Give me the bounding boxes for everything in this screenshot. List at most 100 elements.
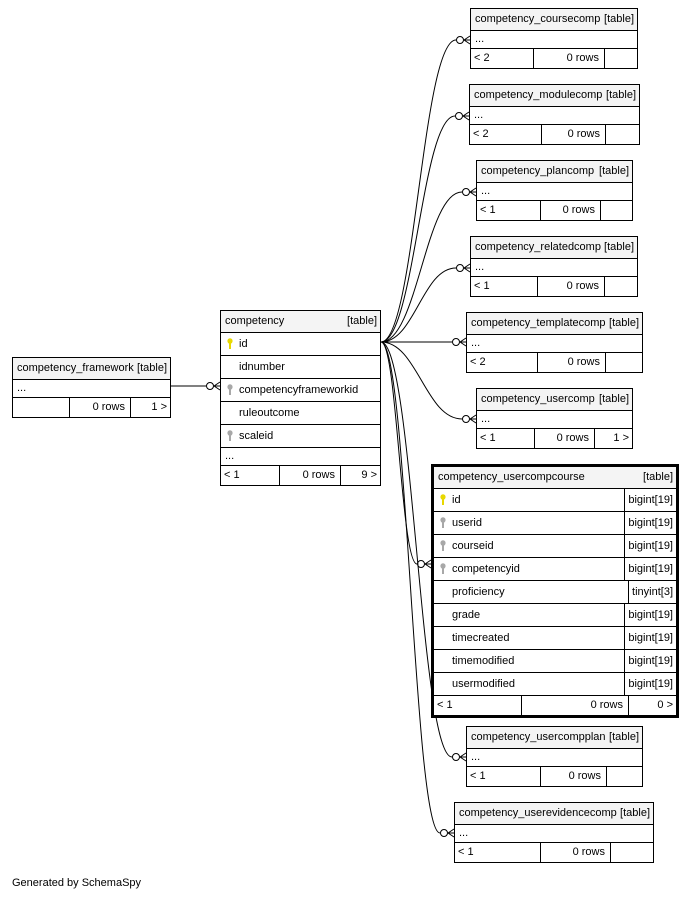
table-tag: [table] <box>347 315 377 327</box>
parents-count: < 1 <box>437 699 453 711</box>
row-count: 0 rows <box>521 696 628 715</box>
column-name: timecreated <box>452 632 510 644</box>
table-tag: [table] <box>604 13 634 25</box>
column-name: competencyframeworkid <box>239 384 359 396</box>
column-type: bigint[19] <box>624 489 676 511</box>
column-type: bigint[19] <box>624 650 676 672</box>
foreign-key-icon <box>440 563 446 574</box>
table-competency-plancomp[interactable]: competency_plancomp[table] ... < 1 0 row… <box>476 160 633 221</box>
foreign-key-icon <box>227 430 233 441</box>
column-row-competencyframeworkid: competencyframeworkid <box>221 379 380 402</box>
parents-count: < 2 <box>470 356 486 368</box>
table-name: competency_usercompplan <box>471 731 606 743</box>
columns-ellipsis: ... <box>467 335 642 353</box>
columns-ellipsis: ... <box>470 107 639 125</box>
foreign-key-icon <box>440 517 446 528</box>
edge-templatecomp-optional-circle <box>452 338 460 346</box>
row-count: 0 rows <box>541 125 605 144</box>
column-type: bigint[19] <box>624 604 676 626</box>
column-name: proficiency <box>452 586 505 598</box>
edge-framework-optional-circle <box>206 382 214 390</box>
foreign-key-icon <box>227 384 233 395</box>
parents-count <box>13 398 69 417</box>
children-count <box>605 353 642 372</box>
parents-count: < 1 <box>458 846 474 858</box>
column-row-id: id <box>221 333 380 356</box>
table-tag: [table] <box>599 165 629 177</box>
column-type: bigint[19] <box>624 673 676 695</box>
edge-modulecomp-line <box>380 115 456 343</box>
table-competency-templatecomp[interactable]: competency_templatecomp[table] ... < 2 0… <box>466 312 643 373</box>
parents-count: < 2 <box>473 128 489 140</box>
column-row-ruleoutcome: ruleoutcome <box>221 402 380 425</box>
table-name: competency_templatecomp <box>471 317 606 329</box>
table-footer: < 1 0 rows <box>467 767 642 786</box>
edge-usercompplan-crowfoot <box>459 752 467 762</box>
edge-relatedcomp-crowfoot <box>463 263 471 273</box>
column-name: id <box>239 338 248 350</box>
table-footer: < 2 0 rows <box>471 49 637 68</box>
table-header: competency_userevidencecomp[table] <box>455 803 653 825</box>
column-row-timecreated: timecreated bigint[19] <box>434 627 676 650</box>
table-name: competency_framework <box>17 362 134 374</box>
table-name: competency_relatedcomp <box>475 241 601 253</box>
table-header: competency_usercompcourse[table] <box>434 467 676 489</box>
table-header: competency_usercompplan[table] <box>467 727 642 749</box>
edge-usercompplan-line <box>380 341 453 758</box>
column-name: scaleid <box>239 430 274 442</box>
table-tag: [table] <box>609 731 639 743</box>
row-count: 0 rows <box>69 398 130 417</box>
table-name: competency_coursecomp <box>475 13 601 25</box>
edge-usercomp-crowfoot <box>469 414 477 424</box>
edge-coursecomp-optional-circle <box>456 36 464 44</box>
table-header: competency_coursecomp[table] <box>471 9 637 31</box>
table-competency-relatedcomp[interactable]: competency_relatedcomp[table] ... < 1 0 … <box>470 236 638 297</box>
column-type: bigint[19] <box>624 512 676 534</box>
children-count: 9 > <box>340 466 380 485</box>
row-count: 0 rows <box>537 277 604 296</box>
columns-ellipsis: ... <box>477 183 632 201</box>
table-competency-usercompplan[interactable]: competency_usercompplan[table] ... < 1 0… <box>466 726 643 787</box>
parents-count: < 1 <box>474 280 490 292</box>
edge-coursecomp-crowfoot <box>463 35 471 45</box>
children-count: 0 > <box>628 696 676 715</box>
columns-ellipsis: ... <box>471 259 637 277</box>
children-count <box>604 49 637 68</box>
children-count <box>604 277 637 296</box>
table-footer: < 2 0 rows <box>470 125 639 144</box>
row-count: 0 rows <box>537 353 605 372</box>
column-name: idnumber <box>239 361 285 373</box>
column-name: grade <box>452 609 481 621</box>
edge-plancomp-line <box>380 191 463 343</box>
children-count <box>606 767 642 786</box>
table-competency-coursecomp[interactable]: competency_coursecomp[table] ... < 2 0 r… <box>470 8 638 69</box>
column-type: bigint[19] <box>624 535 676 557</box>
table-footer: < 2 0 rows <box>467 353 642 372</box>
column-row-idnumber: idnumber <box>221 356 380 379</box>
table-competency-framework[interactable]: competency_framework[table] ... 0 rows 1… <box>12 357 171 418</box>
row-count: 0 rows <box>279 466 340 485</box>
table-competency-userevidencecomp[interactable]: competency_userevidencecomp[table] ... <… <box>454 802 654 863</box>
edge-coursecomp-line <box>380 39 457 343</box>
table-competency-modulecomp[interactable]: competency_modulecomp[table] ... < 2 0 r… <box>469 84 640 145</box>
edge-userevidencecomp-line <box>380 341 441 834</box>
table-tag: [table] <box>609 317 639 329</box>
table-tag: [table] <box>137 362 167 374</box>
table-competency-usercomp[interactable]: competency_usercomp[table] ... < 1 0 row… <box>476 388 633 449</box>
parents-count: < 2 <box>474 52 490 64</box>
parents-count: < 1 <box>224 469 240 481</box>
row-count: 0 rows <box>540 767 606 786</box>
table-header: competency_plancomp[table] <box>477 161 632 183</box>
edge-plancomp-crowfoot <box>469 187 477 197</box>
column-type: bigint[19] <box>624 627 676 649</box>
children-count <box>605 125 639 144</box>
table-footer: < 1 0 rows <box>477 201 632 220</box>
table-name: competency_modulecomp <box>474 89 603 101</box>
